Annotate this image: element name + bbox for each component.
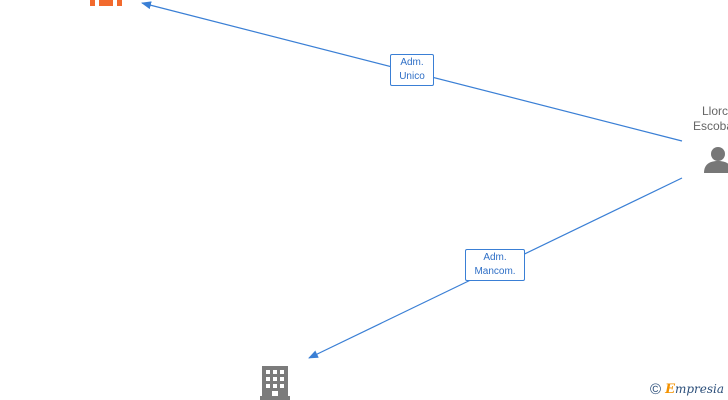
person-icon[interactable]: [704, 147, 728, 173]
brand-initial: E: [665, 381, 675, 397]
edge-label-line1: Adm.: [483, 252, 507, 263]
person-name-line2: Escobar: [692, 119, 728, 133]
building-icon[interactable]: [90, 0, 122, 6]
empresia-watermark: © E mpresia: [650, 379, 724, 399]
edge-label-adm-mancom[interactable]: Adm. Mancom.: [465, 249, 525, 281]
copyright-symbol: ©: [650, 380, 662, 398]
brand-name: mpresia: [674, 382, 725, 396]
edge-label-line1: Adm.: [400, 57, 424, 68]
edge-label-line2: Unico: [399, 71, 425, 82]
person-name[interactable]: Llorc Escobar: [682, 104, 728, 134]
person-name-line1: Llorc: [701, 104, 728, 118]
edge-label-adm-unico[interactable]: Adm. Unico: [390, 54, 434, 86]
building-icon[interactable]: [260, 366, 290, 400]
edge-label-line2: Mancom.: [474, 266, 516, 277]
